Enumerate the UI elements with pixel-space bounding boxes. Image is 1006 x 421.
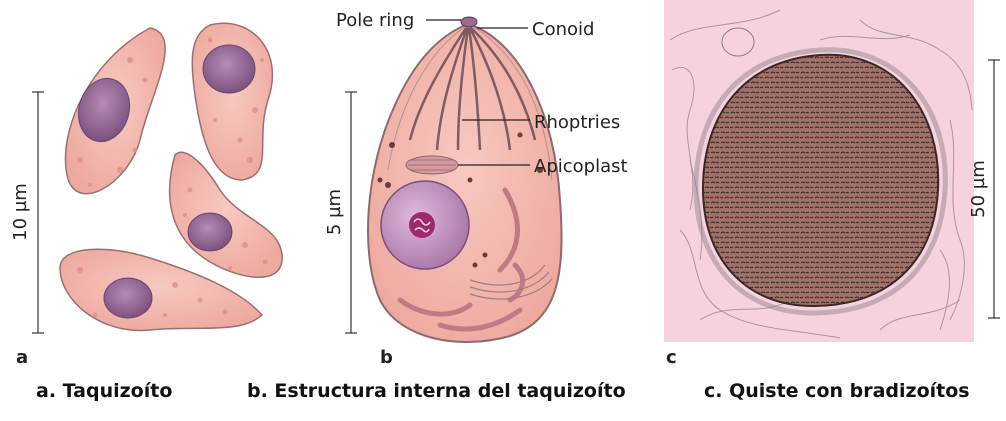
conoid-structure (461, 17, 477, 27)
scale-bar-a (32, 92, 44, 333)
panel-letter-b: b (380, 347, 393, 368)
label-conoid: Conoid (532, 19, 594, 40)
scale-bar-c (988, 60, 1000, 318)
tachyzoite-body (368, 24, 562, 342)
panel-c: 50 µm c (664, 0, 1000, 368)
nucleus-4 (104, 278, 152, 318)
label-apicoplast: Apicoplast (534, 156, 628, 177)
bradyzoite-cyst (703, 55, 938, 306)
panel-letter-a: a (16, 347, 28, 368)
panel-a: 10 µm a (10, 23, 282, 368)
scale-bar-b (345, 92, 357, 333)
caption-a: a. Taquizoíto (36, 380, 172, 402)
nucleolus (409, 212, 435, 238)
tachyzoite-cell-1 (66, 28, 166, 194)
nucleus-3 (188, 213, 232, 251)
nucleus-2 (203, 45, 255, 93)
label-pole-ring: Pole ring (336, 10, 414, 31)
scale-label-c: 50 µm (968, 160, 989, 218)
scale-label-b: 5 µm (324, 189, 345, 235)
panel-letter-c: c (666, 347, 677, 368)
caption-c: c. Quiste con bradizoítos (704, 380, 970, 402)
tachyzoite-cell-2 (192, 23, 272, 180)
caption-b: b. Estructura interna del taquizoíto (247, 380, 626, 402)
panel-b: 5 µm (324, 10, 628, 368)
label-rhoptries: Rhoptries (534, 112, 620, 133)
scale-label-a: 10 µm (10, 183, 31, 241)
